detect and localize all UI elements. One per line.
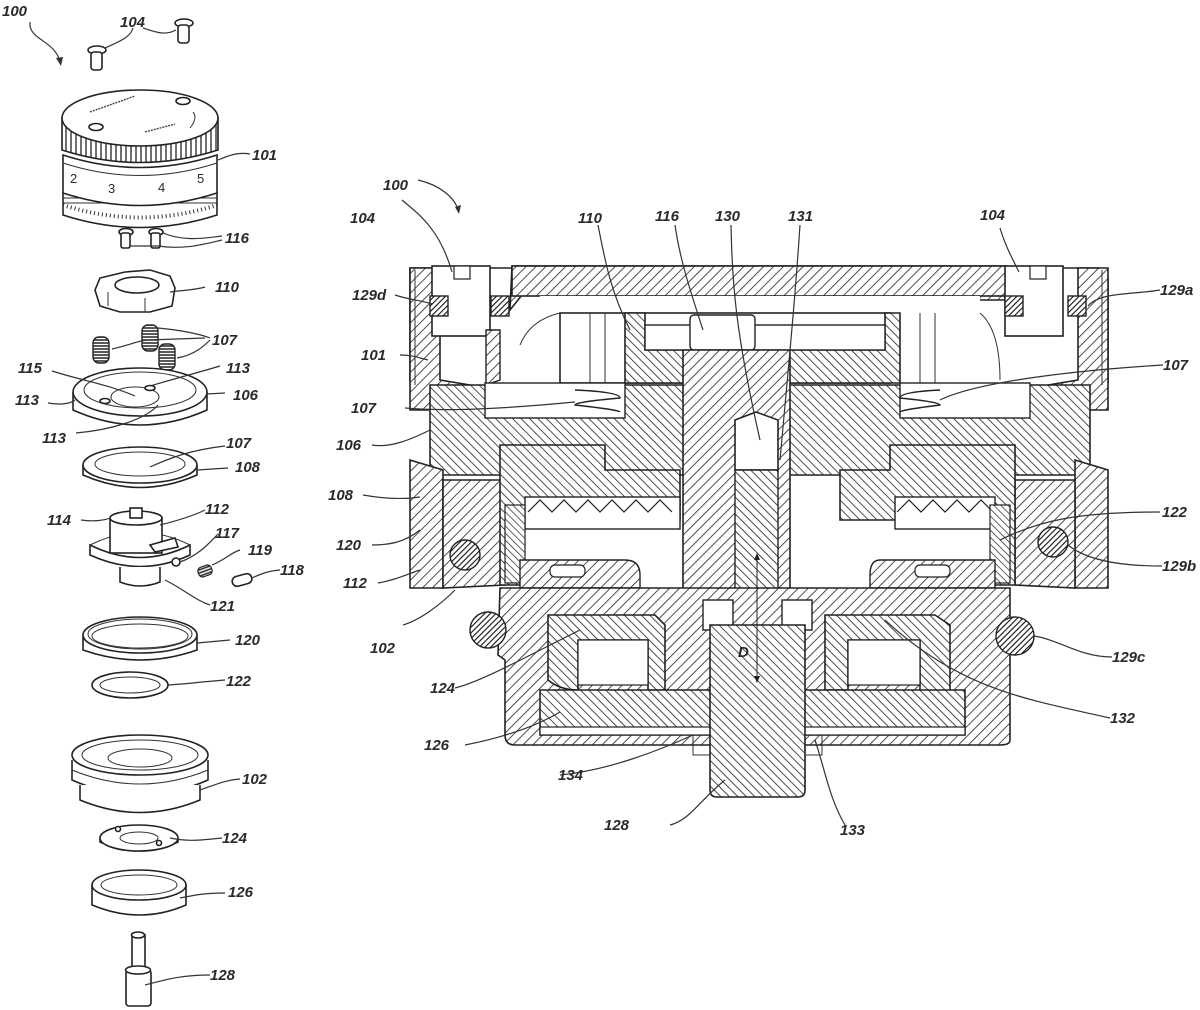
pin-118 — [231, 572, 253, 588]
label-128: 128 — [210, 967, 236, 984]
dial-scale-number: 4 — [158, 180, 165, 195]
spring-107-section — [574, 389, 621, 413]
dial-scale-number: 2 — [70, 171, 77, 186]
label-129c: 129c — [1112, 649, 1146, 666]
oring-129a — [1067, 295, 1087, 317]
label-101: 101 — [361, 347, 386, 364]
screw-104-left — [87, 45, 107, 71]
spring-107 — [92, 336, 110, 364]
spring-107 — [158, 343, 176, 371]
oring-112 — [449, 539, 481, 571]
label-101: 101 — [252, 147, 277, 164]
oring-129d — [429, 295, 449, 317]
label-129d: 129d — [352, 287, 387, 304]
oring-129b — [1037, 526, 1069, 558]
dimension-d: D — [738, 553, 760, 683]
arrowhead-icon — [455, 205, 461, 214]
lock-ring-120 — [82, 616, 198, 661]
screw-104-right — [174, 18, 194, 44]
label-115: 115 — [18, 360, 43, 377]
pin-128 — [124, 931, 152, 1007]
label-116: 116 — [655, 208, 680, 225]
label-113: 113 — [15, 392, 40, 409]
seal-122 — [91, 671, 169, 699]
label-126: 126 — [424, 737, 450, 754]
screw-104-left-section — [429, 265, 510, 386]
label-124: 124 — [430, 680, 456, 697]
exploded-view: 2 3 4 5 — [2, 3, 305, 1007]
label-134: 134 — [558, 767, 584, 784]
label-131: 131 — [788, 208, 813, 225]
label-126: 126 — [228, 884, 254, 901]
label-102: 102 — [370, 640, 396, 657]
label-104: 104 — [350, 210, 376, 227]
label-104: 104 — [120, 14, 146, 31]
label-106: 106 — [233, 387, 259, 404]
leader-line — [29, 21, 61, 63]
bushing-124 — [99, 824, 179, 852]
label-110: 110 — [578, 210, 603, 227]
label-118: 118 — [280, 562, 305, 579]
label-122: 122 — [226, 673, 252, 690]
label-132: 132 — [1110, 710, 1136, 727]
spring-119 — [197, 564, 213, 578]
label-108: 108 — [235, 459, 261, 476]
label-121: 121 — [210, 598, 235, 615]
label-124: 124 — [222, 830, 248, 847]
label-100: 100 — [383, 177, 409, 194]
screw-104-right-section — [1004, 265, 1087, 337]
base-102 — [71, 734, 209, 814]
label-119: 119 — [248, 542, 273, 559]
housing-112-left — [442, 479, 506, 589]
label-129b: 129b — [1162, 558, 1196, 575]
label-129a: 129a — [1160, 282, 1193, 299]
plate-106 — [72, 367, 208, 426]
spring-107 — [141, 324, 159, 352]
label-112: 112 — [205, 501, 230, 518]
label-100: 100 — [2, 3, 28, 20]
label-112: 112 — [343, 575, 368, 592]
label-113: 113 — [42, 430, 67, 447]
cam-110 — [94, 269, 176, 313]
label-108: 108 — [328, 487, 354, 504]
dial-knob-101: 2 3 4 5 — [61, 89, 219, 229]
arrowhead-icon — [56, 57, 63, 66]
label-130: 130 — [715, 208, 741, 225]
cap-126 — [91, 869, 187, 916]
label-117: 117 — [215, 525, 240, 542]
label-122: 122 — [1162, 504, 1188, 521]
housing-112 — [89, 507, 191, 587]
label-120: 120 — [336, 537, 362, 554]
label-106: 106 — [336, 437, 362, 454]
label-114: 114 — [47, 512, 72, 529]
label-120: 120 — [235, 632, 261, 649]
label-116: 116 — [225, 230, 250, 247]
oring-129c — [995, 616, 1035, 656]
cross-section-view: D 100 104 110 116 130 131 104 — [328, 177, 1196, 839]
label-102: 102 — [242, 771, 268, 788]
label-104: 104 — [980, 207, 1006, 224]
label-107: 107 — [226, 435, 252, 452]
dial-scale-number: 3 — [108, 181, 115, 196]
label-107: 107 — [1163, 357, 1189, 374]
dial-scale-number: 5 — [197, 171, 204, 186]
ring-108 — [82, 446, 198, 489]
screws-116 — [118, 227, 223, 249]
bore-131 — [734, 411, 779, 471]
oring-lower-left — [469, 611, 507, 649]
label-107: 107 — [351, 400, 377, 417]
label-110: 110 — [215, 279, 240, 296]
label-133: 133 — [840, 822, 866, 839]
dimension-d-label: D — [738, 644, 749, 661]
spring-107-section — [899, 389, 941, 413]
label-128: 128 — [604, 817, 630, 834]
label-113: 113 — [226, 360, 251, 377]
label-107: 107 — [212, 332, 238, 349]
